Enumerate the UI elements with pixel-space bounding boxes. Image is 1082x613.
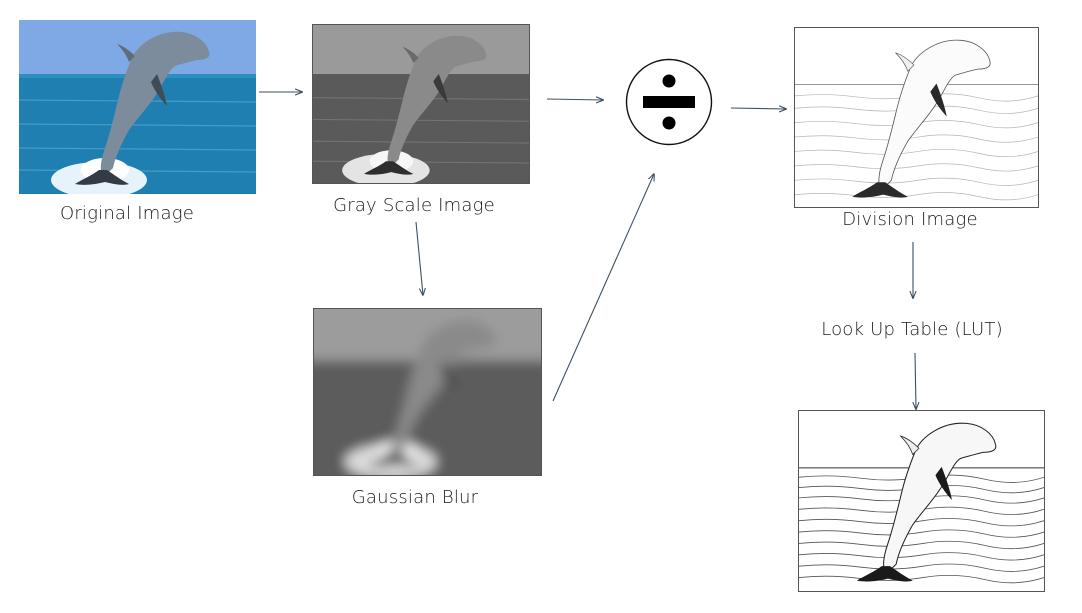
grayscale-image [312, 24, 530, 184]
arrow-gray-to-divide [546, 99, 603, 100]
division-image [794, 27, 1039, 208]
arrow-lut-to-output [915, 352, 916, 409]
lut-label: Look Up Table (LUT) [821, 319, 1003, 340]
division-image-label: Division Image [842, 209, 978, 230]
original-image-label: Original Image [59, 203, 195, 224]
arrow-blur-to-divide [552, 174, 654, 402]
arrow-divide-to-division [730, 108, 786, 109]
gaussian-blur-image [313, 308, 542, 476]
arrow-gray-to-blur [415, 221, 423, 295]
lut-output-image [798, 410, 1045, 592]
gaussian-blur-label: Gaussian Blur [351, 487, 479, 508]
original-image [19, 20, 256, 194]
grayscale-image-label: Gray Scale Image [333, 195, 495, 216]
division-operator [625, 58, 713, 146]
division-sign-icon [643, 74, 695, 130]
